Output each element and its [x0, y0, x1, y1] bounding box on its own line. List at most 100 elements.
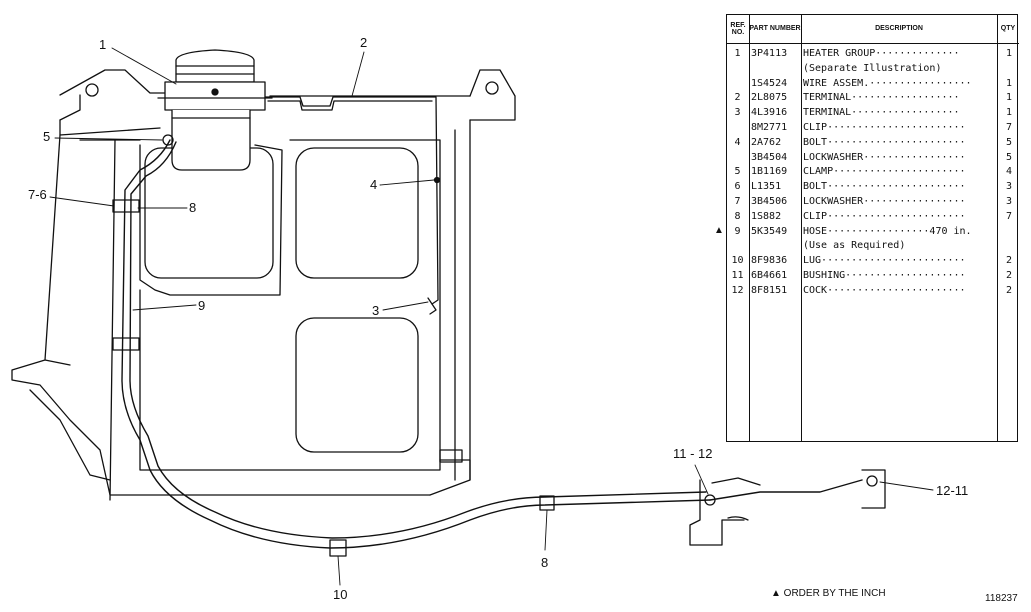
drawing-number: 118237 — [985, 593, 1018, 604]
description-cell: COCK······················· — [803, 284, 966, 296]
ref-no-cell: 4 — [734, 136, 741, 148]
ref-no-cell: 1 — [734, 48, 741, 59]
description-cell: BUSHING···················· — [803, 270, 966, 281]
table-row: 1 3P4113 HEATER GROUP·············· 1 — [727, 47, 1017, 61]
part-number-cell: 3B4504 — [751, 151, 788, 163]
qty-cell: 3 — [1005, 181, 1013, 193]
ref-no-cell: 5 — [734, 166, 741, 178]
table-row: 1S4524 WIRE ASSEM.················· 1 — [727, 77, 1017, 91]
ref-no-cell: 11 — [731, 270, 744, 281]
description-cell: HEATER GROUP·············· — [803, 48, 960, 59]
part-number-cell: 8M2771 — [751, 122, 788, 133]
part-number-cell: 8F8151 — [751, 284, 788, 296]
ref-no-cell: 2 — [734, 92, 741, 104]
parts-list-table: REF. NO. PART NUMBER DESCRIPTION QTY 1 3P… — [726, 14, 1019, 442]
header-ref-no: REF. NO. — [727, 15, 749, 44]
description-cell: LOCKWASHER················· — [803, 196, 966, 207]
ref-no-cell: 8 — [734, 210, 741, 222]
part-number-cell: 6B4661 — [751, 270, 788, 281]
heater-hoses — [121, 139, 863, 549]
qty-cell: 2 — [1005, 284, 1013, 296]
ref-no-cell: 9 — [734, 225, 741, 237]
ref-no-cell: 12 — [731, 284, 744, 296]
wire-assembly — [264, 96, 441, 315]
qty-cell: 4 — [1005, 166, 1013, 178]
ref-no-cell: 6 — [734, 181, 741, 193]
header-qty: QTY — [997, 15, 1019, 44]
column-divider — [749, 15, 750, 441]
description-cell: LOCKWASHER················· — [803, 151, 966, 163]
description-cell: (Separate Illustration) — [803, 62, 942, 74]
part-number-cell: 1S4524 — [751, 77, 788, 89]
table-row: 2 2L8075 TERMINAL·················· 1 — [727, 91, 1017, 105]
column-divider — [801, 15, 802, 441]
callout-8-upper: 8 — [189, 200, 197, 215]
table-row: 8 1S882 CLIP······················· 7 — [727, 210, 1017, 224]
qty-cell: 1 — [1005, 77, 1013, 89]
qty-cell: 1 — [1005, 92, 1013, 104]
ref-no-cell: 3 — [734, 107, 741, 119]
qty-cell: 1 — [1005, 107, 1013, 119]
callout-10: 10 — [333, 587, 348, 602]
callout-11-12: 11 - 12 — [673, 446, 713, 461]
callout-3: 3 — [372, 303, 380, 318]
header-part-number: PART NUMBER — [749, 15, 801, 44]
description-cell: BOLT······················· — [803, 136, 966, 148]
part-number-cell: 3P4113 — [751, 48, 788, 59]
part-number-cell: 5K3549 — [751, 225, 788, 237]
description-cell: CLAMP······················ — [803, 166, 966, 178]
description-cell: HOSE·················470 in. — [803, 225, 972, 237]
description-cell: (Use as Required) — [803, 240, 906, 252]
table-row: 12 8F8151 COCK······················· 2 — [727, 284, 1017, 298]
description-cell: BOLT······················· — [803, 181, 966, 193]
callout-2: 2 — [360, 35, 368, 50]
qty-cell: 3 — [1005, 196, 1013, 207]
part-number-cell: 2L8075 — [751, 92, 788, 104]
qty-cell: 2 — [1005, 255, 1013, 267]
qty-cell: 5 — [1005, 151, 1013, 163]
description-cell: WIRE ASSEM.················· — [803, 77, 972, 89]
description-cell: TERMINAL·················· — [803, 92, 960, 104]
part-number-cell: 8F9836 — [751, 255, 788, 267]
valve-fixture — [689, 469, 886, 546]
part-number-cell: 1S882 — [751, 210, 782, 222]
part-number-cell: 4L3916 — [751, 107, 788, 119]
table-row: 9 5K3549 HOSE·················470 in. — [727, 225, 1017, 239]
clamps — [112, 134, 716, 557]
part-number-cell: 2A762 — [751, 136, 782, 148]
heater-group — [157, 49, 273, 171]
callout-4: 4 — [370, 177, 378, 192]
description-cell: CLIP······················· — [803, 122, 966, 133]
part-number-cell: L1351 — [751, 181, 782, 193]
qty-cell: 5 — [1005, 136, 1013, 148]
callout-5: 5 — [43, 129, 51, 144]
description-cell: CLIP······················· — [803, 210, 966, 222]
table-row: (Use as Required) — [727, 239, 1017, 253]
table-row: 4 2A762 BOLT······················· 5 — [727, 136, 1017, 150]
table-row: 6 L1351 BOLT······················· 3 — [727, 180, 1017, 194]
rear-panel — [139, 139, 441, 471]
table-row: 3B4504 LOCKWASHER················· 5 — [727, 151, 1017, 165]
cab-frame — [11, 69, 516, 501]
callout-7-6: 7-6 — [28, 187, 47, 202]
table-row: 5 1B1169 CLAMP······················ 4 — [727, 165, 1017, 179]
callout-1: 1 — [99, 37, 107, 52]
order-by-inch-marker: ▲ — [714, 224, 724, 236]
description-cell: TERMINAL·················· — [803, 107, 960, 119]
callout-8-lower: 8 — [541, 555, 549, 570]
callout-12-11: 12-11 — [936, 483, 969, 498]
order-note: ▲ ORDER BY THE INCH — [771, 588, 886, 599]
part-number-cell: 1B1169 — [751, 166, 788, 178]
qty-cell: 7 — [1005, 210, 1013, 222]
description-cell: LUG························ — [803, 255, 966, 267]
leader-lines — [49, 47, 934, 586]
callout-9: 9 — [198, 298, 206, 313]
qty-cell: 1 — [1005, 48, 1013, 59]
header-description: DESCRIPTION — [801, 15, 997, 44]
ref-no-cell: 7 — [734, 196, 741, 207]
